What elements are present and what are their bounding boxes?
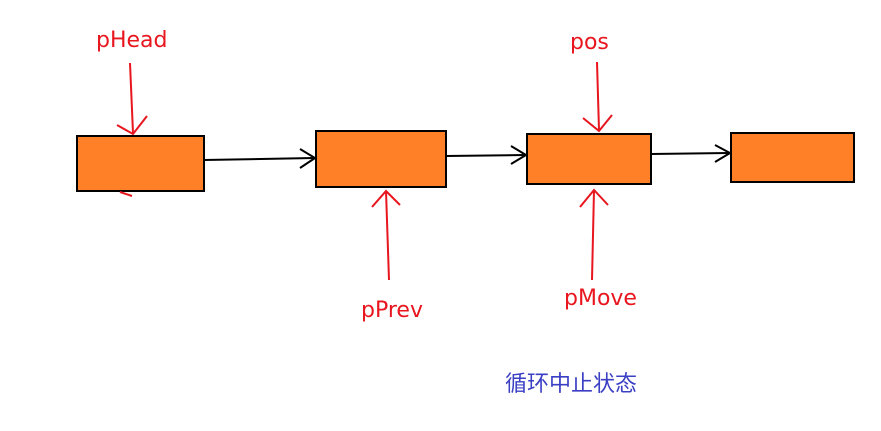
pprev-label: pPrev bbox=[361, 298, 423, 323]
list-node-2 bbox=[315, 130, 447, 188]
phead-label: pHead bbox=[96, 28, 168, 53]
pprev-pointer-arrow bbox=[371, 189, 401, 281]
link-arrow-2-3 bbox=[445, 145, 528, 165]
phead-pointer-arrow bbox=[116, 62, 148, 197]
link-arrow-1-2 bbox=[203, 148, 317, 169]
pmove-pointer-arrow bbox=[579, 188, 609, 281]
list-node-4 bbox=[730, 132, 855, 183]
link-arrow-3-4 bbox=[650, 144, 733, 163]
list-node-1 bbox=[76, 135, 205, 192]
pos-label: pos bbox=[570, 30, 609, 55]
pmove-label: pMove bbox=[564, 286, 637, 311]
diagram-caption: 循环中止状态 bbox=[505, 372, 638, 397]
pos-pointer-arrow bbox=[582, 61, 613, 133]
list-node-3 bbox=[526, 133, 652, 185]
